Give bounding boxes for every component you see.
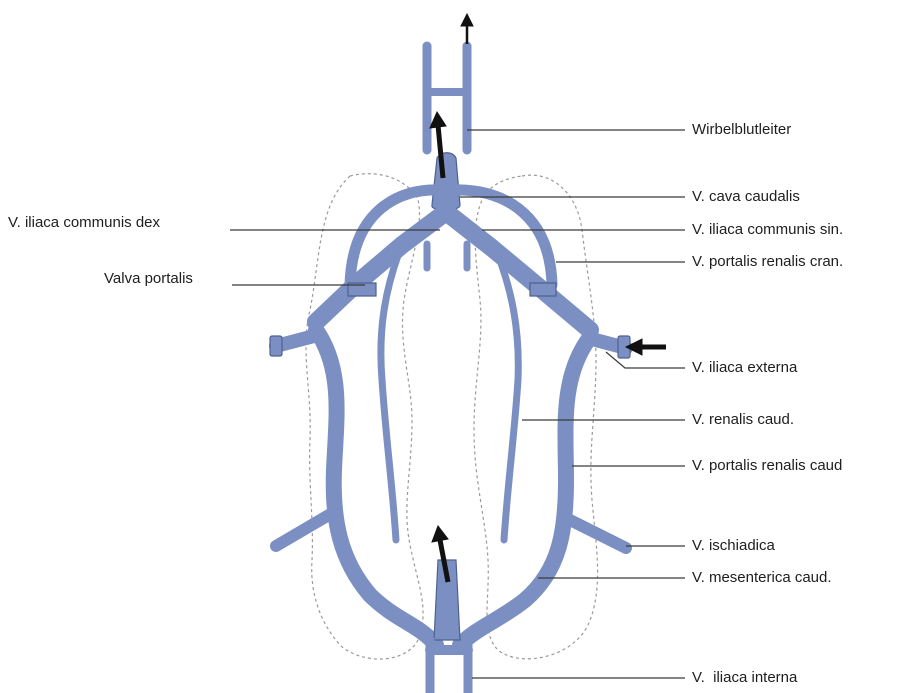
label-wirbelblutleiter: Wirbelblutleiter: [692, 121, 791, 139]
label-iliaca-communis-dex: V. iliaca communis dex: [8, 214, 160, 232]
renalis-caud: [381, 250, 518, 540]
label-iliaca-interna: V. iliaca interna: [692, 669, 797, 687]
label-mesenterica-caud: V. mesenterica caud.: [692, 569, 832, 587]
label-cava-caudalis: V. cava caudalis: [692, 188, 800, 206]
label-ischiadica: V. ischiadica: [692, 537, 775, 555]
label-iliaca-externa: V. iliaca externa: [692, 359, 797, 377]
arrow-left-externa: [626, 339, 666, 355]
label-valva-portalis: Valva portalis: [104, 270, 193, 288]
iliaca-interna: [430, 640, 468, 693]
label-iliaca-communis-sin: V. iliaca communis sin.: [692, 221, 843, 239]
cava-caudalis: [432, 153, 460, 211]
label-portalis-renalis-cran: V. portalis renalis cran.: [692, 253, 843, 271]
ischiadica: [276, 512, 626, 548]
label-renalis-caud: V. renalis caud.: [692, 411, 794, 429]
arrow-up-top: [461, 14, 473, 44]
label-portalis-renalis-caud: V. portalis renalis caud: [692, 457, 842, 475]
